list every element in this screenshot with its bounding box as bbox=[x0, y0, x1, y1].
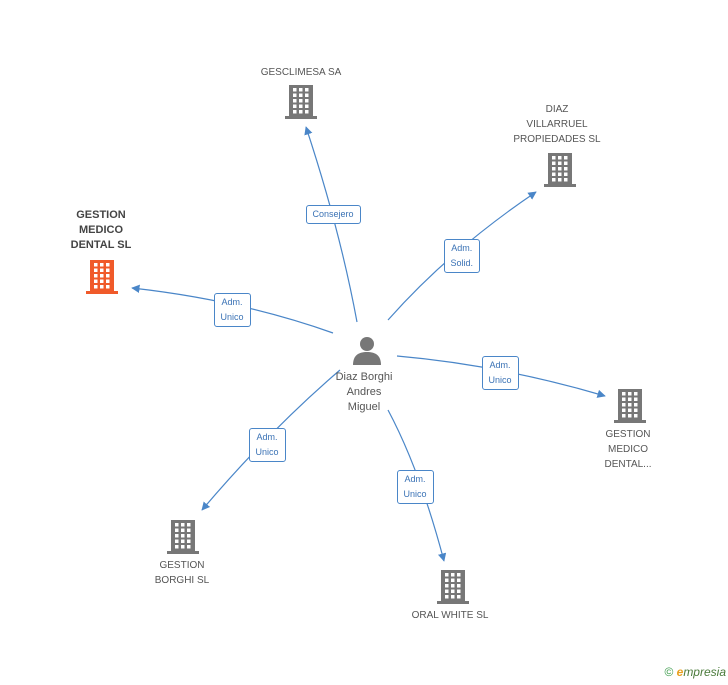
building-icon[interactable] bbox=[285, 85, 317, 124]
company-label-oral_white[interactable]: ORAL WHITE SL bbox=[411, 610, 489, 621]
edge-label-oral_white[interactable]: Adm. Unico bbox=[396, 470, 434, 504]
edge-label-gestion_medico_dental_2[interactable]: Adm. Unico bbox=[481, 356, 519, 390]
edge-label-gestion_borghi[interactable]: Adm. Unico bbox=[248, 428, 286, 462]
company-label-gestion_borghi[interactable]: GESTION BORGHI SL bbox=[154, 560, 210, 586]
person-name[interactable]: Diaz Borghi Andres Miguel bbox=[335, 371, 393, 413]
company-label-gestion_medico_dental_2[interactable]: GESTION MEDICO DENTAL... bbox=[604, 429, 652, 470]
company-label-gesclimesa[interactable]: GESCLIMESA SA bbox=[260, 67, 342, 78]
person-icon[interactable] bbox=[352, 335, 382, 370]
company-label-diaz_villarruel[interactable]: DIAZ VILLARRUEL PROPIEDADES SL bbox=[513, 104, 601, 145]
brand-logo: empresia bbox=[676, 665, 726, 679]
building-icon[interactable] bbox=[437, 570, 469, 609]
building-icon[interactable] bbox=[167, 520, 199, 559]
building-icon[interactable] bbox=[544, 153, 576, 192]
edge-label-gesclimesa[interactable]: Consejero bbox=[305, 204, 361, 224]
footer-brand: © empresia bbox=[664, 665, 726, 679]
building-icon[interactable] bbox=[614, 389, 646, 428]
building-icon[interactable] bbox=[86, 260, 118, 299]
copyright-icon: © bbox=[664, 665, 674, 679]
edge-label-diaz_villarruel[interactable]: Adm. Solid. bbox=[443, 239, 481, 273]
edge-gesclimesa bbox=[304, 126, 358, 323]
company-label-gestion_medico_dental_sl[interactable]: GESTION MEDICO DENTAL SL bbox=[70, 209, 132, 251]
edge-label-gestion_medico_dental_sl[interactable]: Adm. Unico bbox=[213, 293, 251, 327]
